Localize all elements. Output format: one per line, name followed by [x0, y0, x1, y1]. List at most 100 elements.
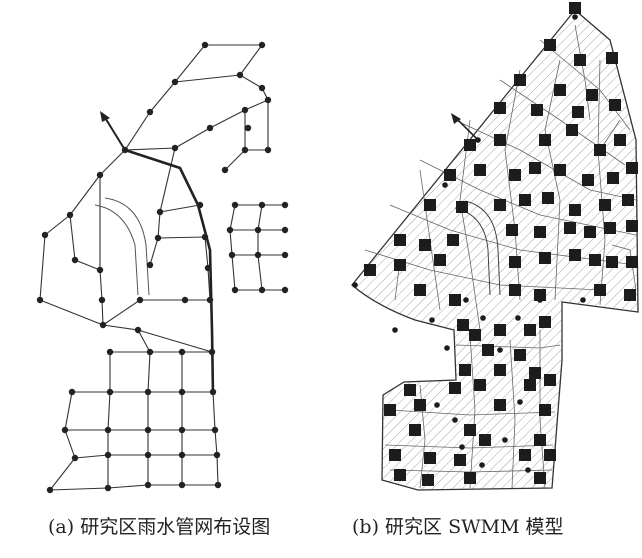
junction-node	[475, 137, 481, 143]
junction-node	[392, 327, 398, 333]
subcatchment-centroid-icon	[494, 199, 506, 211]
junction-node	[442, 182, 448, 188]
manhole-node-icon	[66, 211, 74, 219]
subcatchment-centroid-icon	[519, 194, 531, 206]
subcatchment-centroid-icon	[606, 52, 618, 64]
subcatchment-centroid-icon	[457, 319, 469, 331]
manhole-node-icon	[206, 124, 214, 132]
subcatchment-centroid-icon	[422, 474, 434, 486]
subcatchment-centroid-icon	[544, 449, 556, 461]
pipe-link	[239, 74, 263, 89]
pipe-link	[69, 214, 76, 261]
subcatchment-centroid-icon	[394, 259, 406, 271]
subcatchment-centroid-icon	[529, 162, 541, 174]
pipe-link	[99, 269, 103, 301]
pipe-link	[231, 254, 236, 291]
main-trunk-pipe	[124, 148, 215, 396]
pipe-link	[159, 204, 201, 213]
subcatchment-centroid-icon	[449, 294, 461, 306]
pipe-link	[149, 237, 159, 266]
subcatchment-centroid-icon	[539, 134, 551, 146]
subcatchment-centroid-icon	[449, 382, 461, 394]
manhole-node-icon	[36, 296, 44, 304]
pipe-link	[157, 211, 161, 239]
manhole-node-icon	[98, 296, 106, 304]
subcatchment-centroid-icon	[539, 316, 551, 328]
pipe-link	[174, 74, 241, 83]
pipe-link	[49, 457, 76, 491]
subcatchment-edge	[459, 119, 481, 331]
manhole-node-icon	[136, 296, 144, 304]
pipe-link	[107, 391, 111, 431]
manhole-node-icon	[281, 286, 289, 294]
manhole-node-icon	[254, 226, 262, 234]
manhole-node-icon	[71, 256, 79, 264]
subcatchment-centroid-icon	[569, 204, 581, 216]
manhole-node-icon	[258, 41, 266, 49]
subcatchment-centroid-icon	[609, 99, 621, 111]
subcatchment-centroid-icon	[524, 379, 536, 391]
manhole-node-icon	[231, 286, 239, 294]
manhole-node-icon	[258, 84, 266, 92]
subcatchment-edge	[611, 244, 637, 291]
manhole-node-icon	[264, 96, 272, 104]
subcatchment-edge	[384, 444, 554, 449]
subcatchment-centroid-icon	[464, 472, 476, 484]
manhole-node-icon	[71, 454, 79, 462]
manhole-node-icon	[61, 426, 69, 434]
manhole-node-icon	[211, 426, 219, 434]
pipe-link	[44, 214, 71, 236]
junction-node	[429, 317, 435, 323]
manhole-node-icon	[121, 146, 129, 154]
manhole-node-icon	[254, 251, 262, 259]
subcatchment-centroid-icon	[544, 374, 556, 386]
manhole-node-icon	[204, 264, 212, 272]
outlet-arrow-icon	[451, 113, 479, 141]
subcatchment-centroid-icon	[409, 424, 421, 436]
subcatchment-centroid-icon	[444, 169, 456, 181]
subcatchment-centroid-icon	[566, 124, 578, 136]
manhole-node-icon	[178, 451, 186, 459]
subcatchment-centroid-icon	[594, 144, 606, 156]
pipe-link	[229, 204, 236, 231]
manhole-nodes	[36, 41, 289, 494]
subcatchment-edge	[539, 39, 631, 131]
panel-b-caption: (b) 研究区 SWMM 模型	[352, 516, 564, 538]
manhole-node-icon	[241, 106, 249, 114]
manhole-node-icon	[196, 201, 204, 209]
junction-node	[452, 417, 458, 423]
junction-node	[502, 437, 508, 443]
subcatchment-edge	[509, 339, 516, 489]
subcatchment-centroid-icon	[424, 199, 436, 211]
junction-node	[515, 315, 521, 321]
subcatchment-edge	[469, 334, 476, 489]
manhole-node-icon	[106, 388, 114, 396]
manhole-node-icon	[144, 426, 152, 434]
junction-node	[352, 282, 358, 288]
subcatchment-centroid-icon	[506, 224, 518, 236]
subcatchment-edge	[597, 59, 606, 306]
subcatchment-centroid-icon	[606, 256, 618, 268]
pipe-links	[39, 44, 285, 491]
panel-b-swmm-model	[351, 2, 639, 491]
manhole-node-icon	[104, 426, 112, 434]
manhole-node-icon	[178, 481, 186, 489]
manhole-node-icon	[281, 251, 289, 259]
pipe-link	[204, 236, 209, 269]
subcatchment-centroid-icon	[584, 226, 596, 238]
subcatchment-centroid-icon	[494, 399, 506, 411]
subcatchment-centroid-icon	[539, 252, 551, 264]
junction-node	[444, 345, 450, 351]
subcatchment-centroid-icon	[586, 89, 598, 101]
subcatchment-centroid-icon	[534, 434, 546, 446]
manhole-node-icon	[201, 233, 209, 241]
manhole-node-icon	[258, 201, 266, 209]
subcatchment-centroid-icon	[464, 424, 476, 436]
manhole-node-icon	[208, 348, 216, 356]
subcatchment-centroid-icon	[479, 434, 491, 446]
subcatchment-centroid-icon	[454, 454, 466, 466]
subcatchment-centroid-icon	[464, 139, 476, 151]
double-line-channel	[94, 197, 150, 296]
subcatchment-centroid-icon	[564, 222, 576, 234]
subcatchment-centroid-icon	[494, 134, 506, 146]
